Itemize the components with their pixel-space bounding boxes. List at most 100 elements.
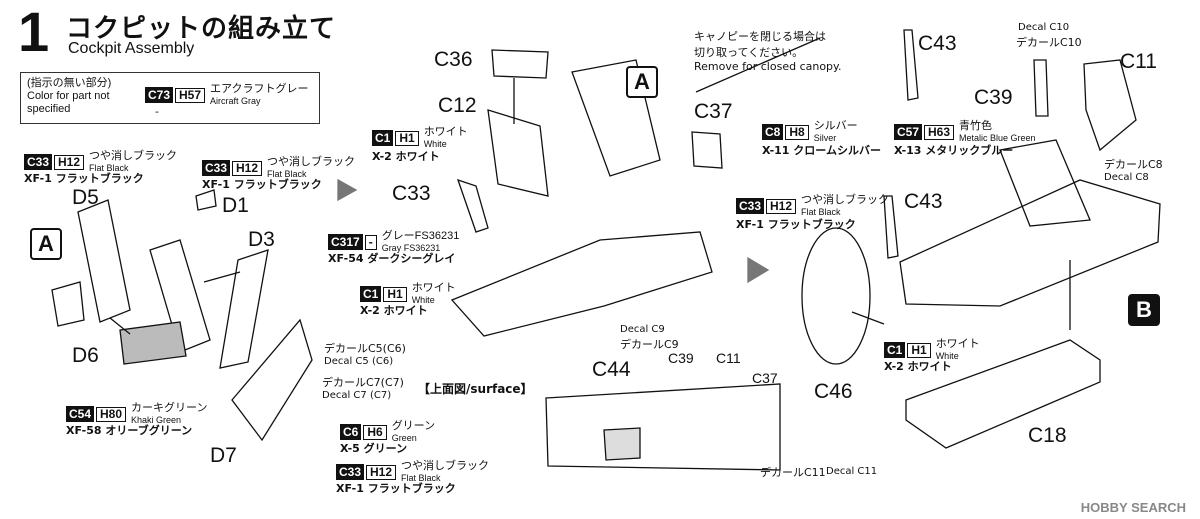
canopy-note-jp1: キャノピーを閉じる場合は [694,30,826,43]
decal-c10-en: Decal C10 [1018,22,1070,33]
canopy-note-jp2: 切り取ってください。 [694,46,804,59]
legend-extra: - [155,105,159,118]
part-c11-surface: C11 [716,350,741,366]
color-jp: ホワイト [411,282,456,294]
legend-caption-jp: (指示の無い部分) [27,77,112,89]
h-label: H63 [924,124,955,140]
color-en: White [935,351,959,361]
color-en: White [423,139,447,149]
color-en: Green [391,433,417,443]
step-title-en: Cockpit Assembly [68,40,195,57]
color-en: Flat Black [89,163,129,173]
legend-name-en: Aircraft Gray [210,96,261,106]
part-c33: C33 [392,182,431,205]
legend-caption-en: Color for part not specified [27,90,110,115]
xf-label-c1-1: X-2 ホワイト [372,150,440,163]
color-jp: つや消しブラック [801,194,890,206]
part-c43-top: C43 [918,32,957,55]
xf-label-c33-4: XF-1 フラットブラック [736,218,856,231]
decal-c7-jp: デカールC7(C7) [322,376,404,389]
legend-code: C73 [145,87,174,103]
color-jp: ホワイト [423,126,468,138]
part-d7: D7 [210,444,237,467]
code-label: C54 [66,406,95,422]
xf-label-c1-3: X-2 ホワイト [884,360,952,373]
color-en: Silver [813,133,837,143]
part-d6: D6 [72,344,99,367]
legend-h-code: H57 [175,87,206,103]
decal-c7-en: Decal C7 (C7) [322,390,392,401]
xf-label-c1-2: X-2 ホワイト [360,304,428,317]
code-label: C33 [736,198,765,214]
part-c39: C39 [974,86,1013,109]
part-c46: C46 [814,380,853,403]
decal-c9-jp: デカールC9 [620,338,679,351]
part-c44: C44 [592,358,631,381]
h-label: H12 [366,464,397,480]
h-label: H1 [395,130,419,146]
legend-name-jp: エアクラフトグレー [210,83,309,95]
color-jp: グリーン [391,420,436,432]
part-d3: D3 [248,228,275,251]
part-d5: D5 [72,186,99,209]
xf-label-c8: X-11 クロームシルバー [762,144,881,157]
xf-label-c54: XF-58 オリーブグリーン [66,424,193,437]
part-c18: C18 [1028,424,1067,447]
code-label: C1 [372,130,394,146]
color-jp: ホワイト [935,338,980,350]
decal-c11-en: Decal C11 [826,466,878,477]
canopy-note-en: Remove for closed canopy. [694,60,842,73]
part-c11: C11 [1120,50,1157,73]
decal-c5-en: Decal C5 (C6) [324,356,394,367]
decal-c8-en: Decal C8 [1104,172,1149,183]
color-jp: つや消しブラック [89,150,178,162]
step-number: 1 [18,0,50,63]
h-label: H12 [232,160,263,176]
color-en: Flat Black [801,207,841,217]
decal-c10-jp: デカールC10 [1016,36,1082,49]
surface-view-label: 【上面図/surface】 [418,382,533,396]
color-jp: シルバー [813,120,858,132]
part-c36: C36 [434,48,473,71]
code-label: C33 [24,154,53,170]
xf-label-c6: X-5 グリーン [340,442,408,455]
color-en: Khaki Green [131,415,182,425]
h-label: - [364,234,377,250]
decal-c8-jp: デカールC8 [1104,158,1163,171]
color-en: Metalic Blue Green [959,133,1036,143]
h-label: H12 [766,198,797,214]
h-label: H6 [363,424,387,440]
color-jp: カーキグリーン [131,402,208,414]
h-label: H12 [54,154,85,170]
color-en: Flat Black [267,169,307,179]
color-en: Flat Black [401,473,441,483]
h-label: H8 [785,124,809,140]
part-d1: D1 [222,194,249,217]
h-label: H1 [383,286,407,302]
code-label: C317 [328,234,363,250]
step-title-jp: コクピットの組み立て [66,14,337,44]
code-label: C6 [340,424,362,440]
code-label: C33 [336,464,365,480]
code-label: C1 [884,342,906,358]
color-en: Gray FS36231 [381,243,441,253]
code-label: C8 [762,124,784,140]
xf-label-c33-2: XF-1 フラットブラック [202,178,322,191]
part-c37: C37 [694,100,733,123]
code-label: C1 [360,286,382,302]
part-c39-surface: C39 [668,350,694,366]
h-label: H1 [907,342,931,358]
color-en: White [411,295,435,305]
color-jp: 青竹色 [959,120,993,132]
xf-label-c33-3: XF-1 フラットブラック [336,482,456,495]
